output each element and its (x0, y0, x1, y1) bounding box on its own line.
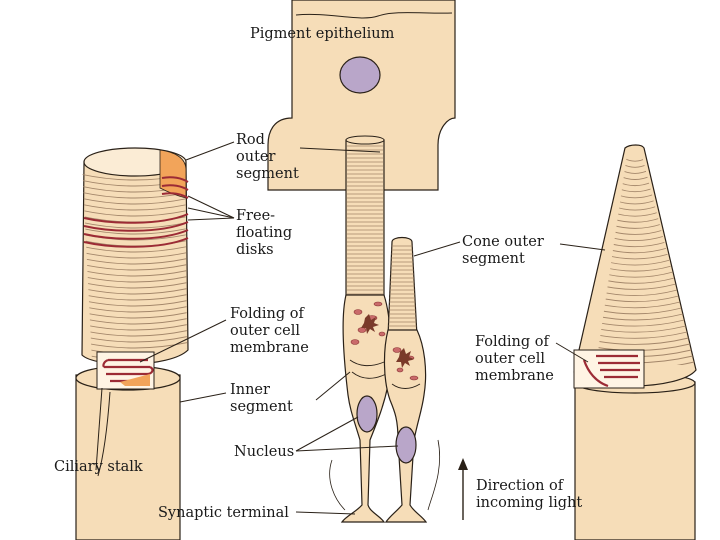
label-synaptic-terminal: Synaptic terminal (158, 505, 289, 521)
label-nucleus: Nucleus (234, 444, 295, 460)
label-folding-left: Folding of outer cell membrane (230, 306, 309, 356)
pigment-nucleus (339, 56, 381, 94)
pigment-epithelium (267, 0, 456, 191)
cone-nucleus (395, 426, 417, 464)
label-pigment-epithelium: Pigment epithelium (250, 26, 395, 42)
rod-nucleus (356, 395, 378, 433)
rod-cell (340, 135, 392, 523)
cone-outer-segment-enlarged (573, 144, 697, 540)
label-direction-of-light: Direction of incoming light (476, 478, 583, 511)
cone-cell (383, 236, 428, 523)
label-folding-right: Folding of outer cell membrane (475, 334, 554, 384)
label-ciliary-stalk: Ciliary stalk (54, 459, 143, 475)
rod-outer-segment-enlarged (75, 147, 189, 540)
light-direction-arrow (458, 458, 468, 520)
leader-lines (95, 141, 606, 515)
label-cone-outer-segment: Cone outer segment (462, 234, 544, 267)
label-rod-outer-segment: Rod outer segment (236, 132, 299, 182)
label-inner-segment: Inner segment (230, 382, 293, 415)
label-free-floating-disks: Free- floating disks (236, 208, 293, 258)
